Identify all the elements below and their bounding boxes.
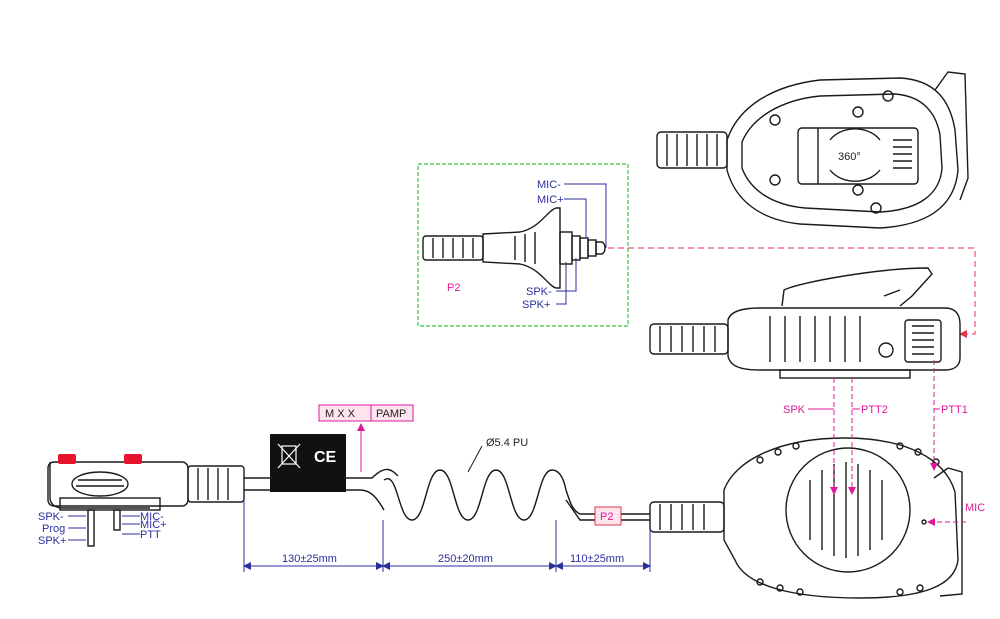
marking-text-right: PAMP	[376, 408, 406, 420]
strain-relief-top	[656, 131, 728, 169]
dimension-3: 110±25mm	[570, 553, 624, 565]
p2-pin-spk-plus: SPK+	[522, 299, 550, 311]
p2-tag-box	[594, 506, 622, 526]
cable-spec-label: Ø5.4 PU	[486, 437, 528, 449]
strain-relief-side	[649, 323, 729, 355]
connector-pin-ptt: PTT	[140, 529, 161, 541]
p2-pin-spk-minus: SPK-	[526, 286, 552, 298]
p2-to-socket-link	[608, 247, 976, 338]
ptt2-callout: PTT2	[861, 404, 888, 416]
marking-box-right	[370, 404, 414, 422]
strain-relief-front	[649, 501, 725, 533]
rotation-label: 360°	[838, 151, 861, 163]
cable	[244, 468, 650, 521]
radio-connector	[47, 461, 245, 547]
p2-detail-label: P2	[447, 282, 460, 294]
connector-pin-leaders	[68, 515, 140, 541]
ce-mark-icon: CE	[314, 449, 337, 466]
side-view-speaker	[649, 267, 961, 379]
speaker-grille	[785, 447, 911, 573]
ptt1-callout: PTT1	[941, 404, 968, 416]
dimension-lines	[243, 500, 651, 572]
connector-pin-spk-plus: SPK+	[38, 535, 66, 547]
weee-icon	[277, 443, 301, 469]
connector-pin-spk-minus: SPK-	[38, 511, 64, 523]
p2-plug-drawing	[422, 207, 606, 289]
p2-pin-mic-minus: MIC-	[537, 179, 561, 191]
p2-pin-mic-plus: MIC+	[537, 194, 564, 206]
marking-text-left: M X X	[325, 408, 356, 420]
belt-clip-plate	[797, 127, 919, 185]
connector-pin-mic-plus: MIC+	[140, 519, 167, 531]
mic-hole-icon	[921, 519, 927, 525]
p2-detail-frame	[417, 163, 629, 327]
connector-pin-prog: Prog	[42, 523, 65, 535]
dimension-2: 250±20mm	[438, 553, 493, 565]
connector-red-button-right	[124, 454, 142, 464]
mic-callout: MIC	[965, 502, 985, 514]
connector-red-button-left	[58, 454, 76, 464]
connector-pin-mic-minus: MIC-	[140, 511, 164, 523]
dimension-1: 130±25mm	[282, 553, 337, 565]
spk-callout: SPK	[783, 404, 806, 416]
p2-tag-label: P2	[600, 511, 613, 523]
front-view-speaker	[649, 437, 963, 599]
top-view-speaker	[656, 71, 969, 229]
ptt-callouts	[830, 360, 966, 526]
p2-pin-leaders	[556, 183, 607, 305]
